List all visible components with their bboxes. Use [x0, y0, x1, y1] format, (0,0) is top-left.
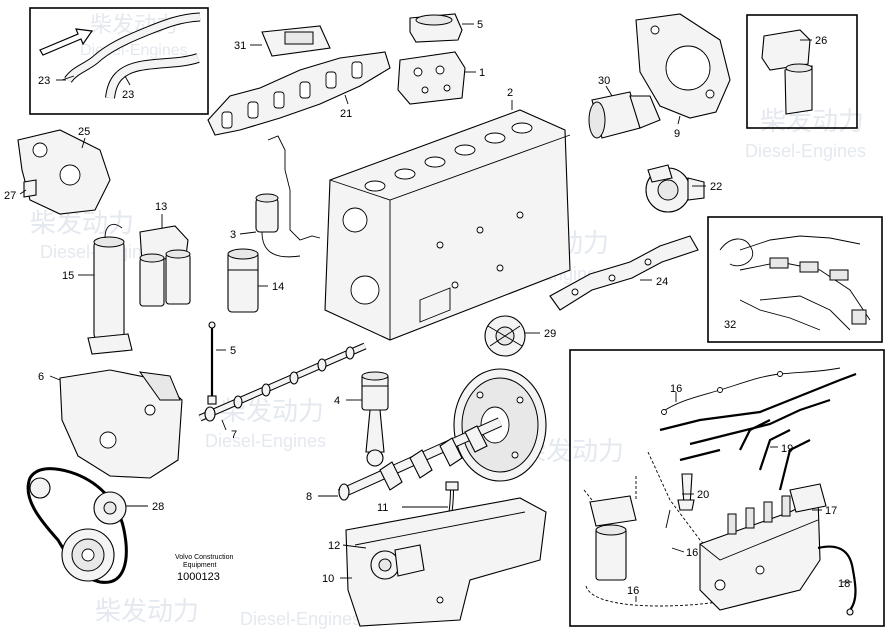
inset-box-oil-filter — [746, 14, 858, 129]
callout-5: 5 — [230, 345, 236, 357]
callout-12: 12 — [328, 540, 340, 552]
oil-cooler — [87, 224, 133, 355]
callout-16: 16 — [670, 383, 682, 395]
inset-box-hoses — [29, 7, 209, 115]
thermostat-housing — [17, 129, 111, 215]
alternator — [484, 315, 526, 357]
callout-6: 6 — [38, 371, 44, 383]
fuel-filter-element — [227, 248, 259, 313]
fuel-filter-bowl — [255, 135, 321, 258]
callout-10: 10 — [322, 573, 334, 585]
fuel-injector — [665, 473, 695, 529]
timing-gear-cover — [59, 369, 183, 479]
callout-22: 22 — [710, 181, 722, 193]
callout-7: 7 — [231, 429, 237, 441]
camshaft — [198, 342, 367, 422]
caption-number: 1000123 — [177, 571, 220, 583]
starter-motor — [588, 91, 661, 139]
cylinder-head — [397, 51, 466, 105]
dipstick — [207, 321, 217, 405]
watermark-text: Diesel-Engines — [745, 141, 866, 161]
callout-8: 8 — [306, 491, 312, 503]
watermark-bottom: 柴发动力 Diesel-Engines 柴发动力 — [95, 436, 624, 629]
direction-arrow — [39, 28, 94, 56]
callout-18: 18 — [838, 578, 850, 590]
fuel-prefilter — [583, 476, 637, 581]
exhaust-manifold — [207, 51, 391, 136]
filter-bracket — [761, 29, 813, 115]
oil-sump — [345, 497, 547, 627]
oil-filler-cap — [409, 13, 463, 43]
callout-16: 16 — [686, 547, 698, 559]
callout-14: 14 — [272, 281, 284, 293]
return-line-lower — [585, 585, 761, 607]
oil-filter-assembly — [139, 225, 191, 307]
piston-connecting-rod — [361, 371, 389, 467]
fuel-rail-pipe — [549, 235, 699, 311]
injection-pipes — [659, 372, 857, 491]
callout-30: 30 — [598, 75, 610, 87]
callout-25: 25 — [78, 126, 90, 138]
turbocharger — [645, 164, 705, 213]
callout-16: 16 — [627, 585, 639, 597]
drive-belt-pulleys — [26, 467, 128, 584]
watermark-left: 柴发动力 Diesel-Engines — [30, 208, 161, 262]
wiring-harness — [719, 235, 871, 331]
watermark-text: 柴发动力 — [760, 106, 864, 136]
flywheel-housing — [635, 13, 731, 119]
watermark-right: 柴发动力 Diesel-Engines — [745, 106, 866, 161]
coolant-hose-lower — [105, 53, 200, 99]
inset-box-harness — [707, 216, 883, 343]
callout-11: 11 — [377, 502, 388, 514]
callout-23: 23 — [38, 75, 50, 87]
callout-24: 24 — [656, 276, 668, 288]
callout-2: 2 — [507, 87, 513, 99]
watermark-text: Diesel-Engines — [240, 609, 361, 629]
caption-line-2: Equipment — [183, 562, 217, 569]
callout-13: 13 — [155, 201, 167, 213]
oil-pump — [370, 544, 425, 580]
callout-32: 32 — [724, 319, 736, 331]
fuel-injection-pump — [699, 483, 827, 611]
callout-21: 21 — [340, 108, 352, 120]
callout-17: 17 — [825, 505, 837, 517]
fuel-feed-pipe — [817, 545, 857, 616]
engine-block — [324, 109, 571, 341]
inset-box-fuel-system — [569, 349, 885, 627]
callout-15: 15 — [62, 270, 74, 282]
watermark-text: 柴发动力 — [95, 596, 199, 626]
fuel-leak-off-line — [661, 367, 841, 415]
crankshaft — [337, 417, 503, 501]
callout-19: 19 — [781, 443, 793, 455]
watermark-text: 柴发动力 — [30, 208, 134, 238]
rocker-cover — [261, 25, 331, 57]
callout-27: 27 — [4, 190, 16, 202]
callout-26: 26 — [815, 35, 827, 47]
watermark-text: Diesel-Engines — [205, 431, 326, 451]
callout-1: 1 — [479, 67, 485, 79]
callout-5: 5 — [477, 19, 483, 31]
coolant-hose-upper — [61, 12, 201, 83]
callout-31: 31 — [234, 40, 246, 52]
caption-line-1: Volvo Construction — [175, 554, 233, 561]
callout-3: 3 — [230, 229, 236, 241]
callout-28: 28 — [152, 501, 164, 513]
callout-23: 23 — [122, 89, 134, 101]
callout-20: 20 — [697, 489, 709, 501]
callout-9: 9 — [674, 128, 680, 140]
callout-29: 29 — [544, 328, 556, 340]
callout-4: 4 — [334, 395, 340, 407]
